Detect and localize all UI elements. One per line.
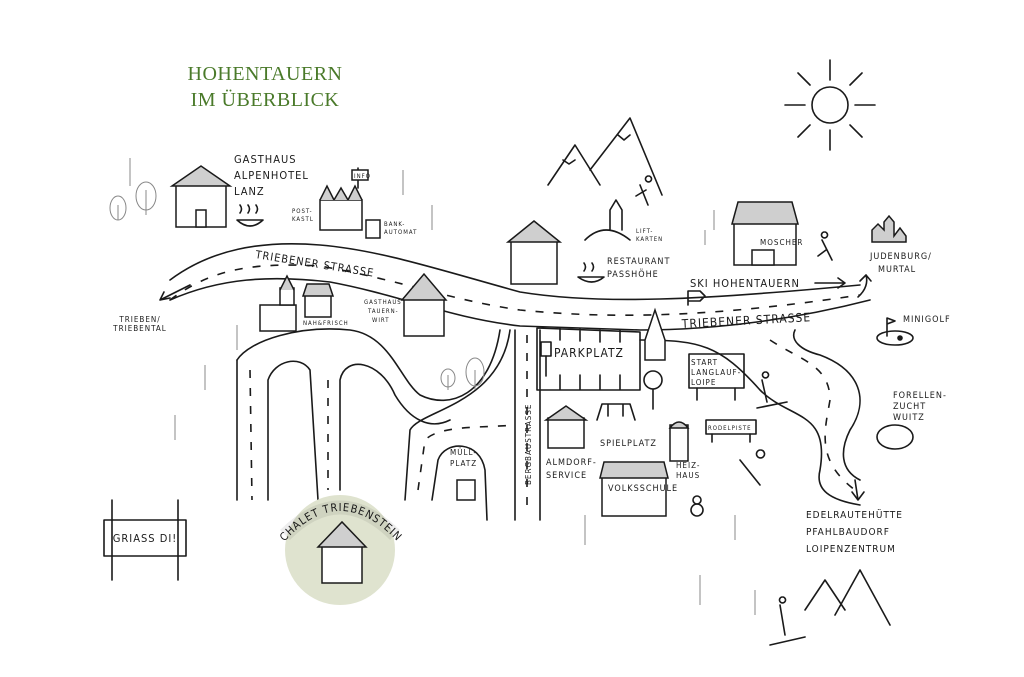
label-rodelpiste: RODELPISTE [708,425,752,432]
label-heizhaus-1: HEIZ- [676,461,700,470]
griass-di-label: GRIASS DI! [113,532,177,545]
label-langlauf-2: LANGLAUF- [691,368,741,377]
signpost-icon [687,290,706,306]
label-langlauf-3: LOIPE [691,378,716,387]
label-gasthaus-lanz-2: ALPENHOTEL [234,169,309,182]
judenburg-town-icon [871,214,907,243]
label-forellen-1: FORELLEN- [893,391,947,401]
lift-icon [584,199,631,241]
tower-icon [644,307,666,361]
label-moscher: MOSCHER [760,238,803,247]
tree-icon [643,370,663,410]
label-heizhaus-2: HAUS [676,471,700,480]
label-bank-1: BANK- [384,221,405,228]
label-restaurant-2: PASSHÖHE [607,269,659,280]
right-road [639,329,865,506]
gasthaus-lanz-building [169,165,233,228]
label-tauernwirt-2: TAUERN- [367,308,399,315]
soup-icon [577,262,605,283]
label-muell-1: MÜLL- [450,447,477,457]
mountains-skier-icon [769,569,891,646]
label-tauernwirt-3: WIRT [372,317,390,324]
mountains-icon [547,117,663,196]
label-tauernwirt-1: GASTHAUS [364,299,402,306]
map-title-line1: HOHENTAUERN [188,63,343,85]
volksschule-building [599,461,669,517]
swings-icon [596,403,636,421]
label-liftkarten-2: KARTEN [636,236,663,243]
label-gasthaus-lanz-1: GASTHAUS [234,153,297,166]
label-parkplatz: PARKPLATZ [554,346,624,360]
label-trieben-2: TRIEBENTAL [112,324,167,333]
label-liftkarten-1: LIFT- [636,228,653,235]
label-triebener-strasse-top: TRIEBENER STRASSE [254,248,376,280]
label-nahfrisch: NAH&FRISCH [303,320,349,327]
label-bergbaustrasse: BERGBAUSTRASSE [524,404,533,485]
skier-icon [817,231,833,261]
label-almdorf-1: ALMDORF- [546,458,597,468]
fish-pond-icon [876,424,914,450]
label-gasthaus-lanz-3: LANZ [234,185,265,198]
label-postkastl-2: KASTL [292,216,314,223]
church-building [259,274,297,332]
label-bank-2: AUTOMAT [384,229,417,236]
label-minigolf: MINIGOLF [903,315,951,325]
label-langlauf-1: START [691,358,718,367]
label-ski-hohentauern: SKI HOHENTAUERN [690,277,800,290]
cross-country-skier-icon [756,371,788,409]
rodelpiste-sign [705,419,757,443]
heizhaus-building [668,421,690,462]
minigolf-icon [876,317,914,346]
label-judenburg-1: JUDENBURG/ [869,252,932,262]
muellplatz-bin-icon [456,479,476,501]
soup-icon [236,204,264,227]
sled-icon [739,449,766,486]
label-spielplatz: SPIELPLATZ [600,439,657,449]
sun-icon [784,59,876,151]
bankautomat-icon [365,219,381,239]
label-forellen-2: ZUCHT [893,402,926,412]
snowman-icon [690,495,704,517]
info-castle-building [319,167,369,231]
langlauf-sign [688,353,745,401]
trees-decoration [109,158,756,615]
label-destination-1: EDELRAUTEHÜTTE [806,508,903,521]
label-muell-2: PLATZ [450,459,477,468]
nahfrisch-shop [301,283,335,318]
label-almdorf-2: SERVICE [546,471,587,481]
restaurant-passhoehe-building [505,220,563,285]
arrow-icon [814,277,846,289]
label-forellen-3: WUITZ [893,413,925,423]
label-destination-3: LOIPENZENTRUM [806,544,896,555]
almdorf-building [543,405,589,449]
label-postkastl-1: POST- [292,208,313,215]
lower-roads [236,328,541,521]
label-restaurant-1: RESTAURANT [607,257,670,267]
label-destination-2: PFAHLBAUDORF [806,527,890,538]
parkplatz-area [536,327,641,391]
label-info: INFO [354,173,371,180]
chalet-triebenstein-logo: CHALET TRIEBENSTEIN [277,495,404,605]
moscher-building [731,201,799,266]
label-trieben-1: TRIEBEN/ [118,315,160,324]
label-triebener-strasse-right: TRIEBENER STRASSE [680,310,811,331]
label-judenburg-2: MURTAL [878,265,916,275]
triebener-strasse-road [159,242,872,331]
griass-di-sign [103,499,187,581]
label-volksschule: VOLKSSCHULE [608,484,678,494]
skier-icon [635,175,653,206]
map-title-line2: IM ÜBERBLICK [191,88,340,111]
gasthaus-tauernwirt-building [400,272,448,337]
